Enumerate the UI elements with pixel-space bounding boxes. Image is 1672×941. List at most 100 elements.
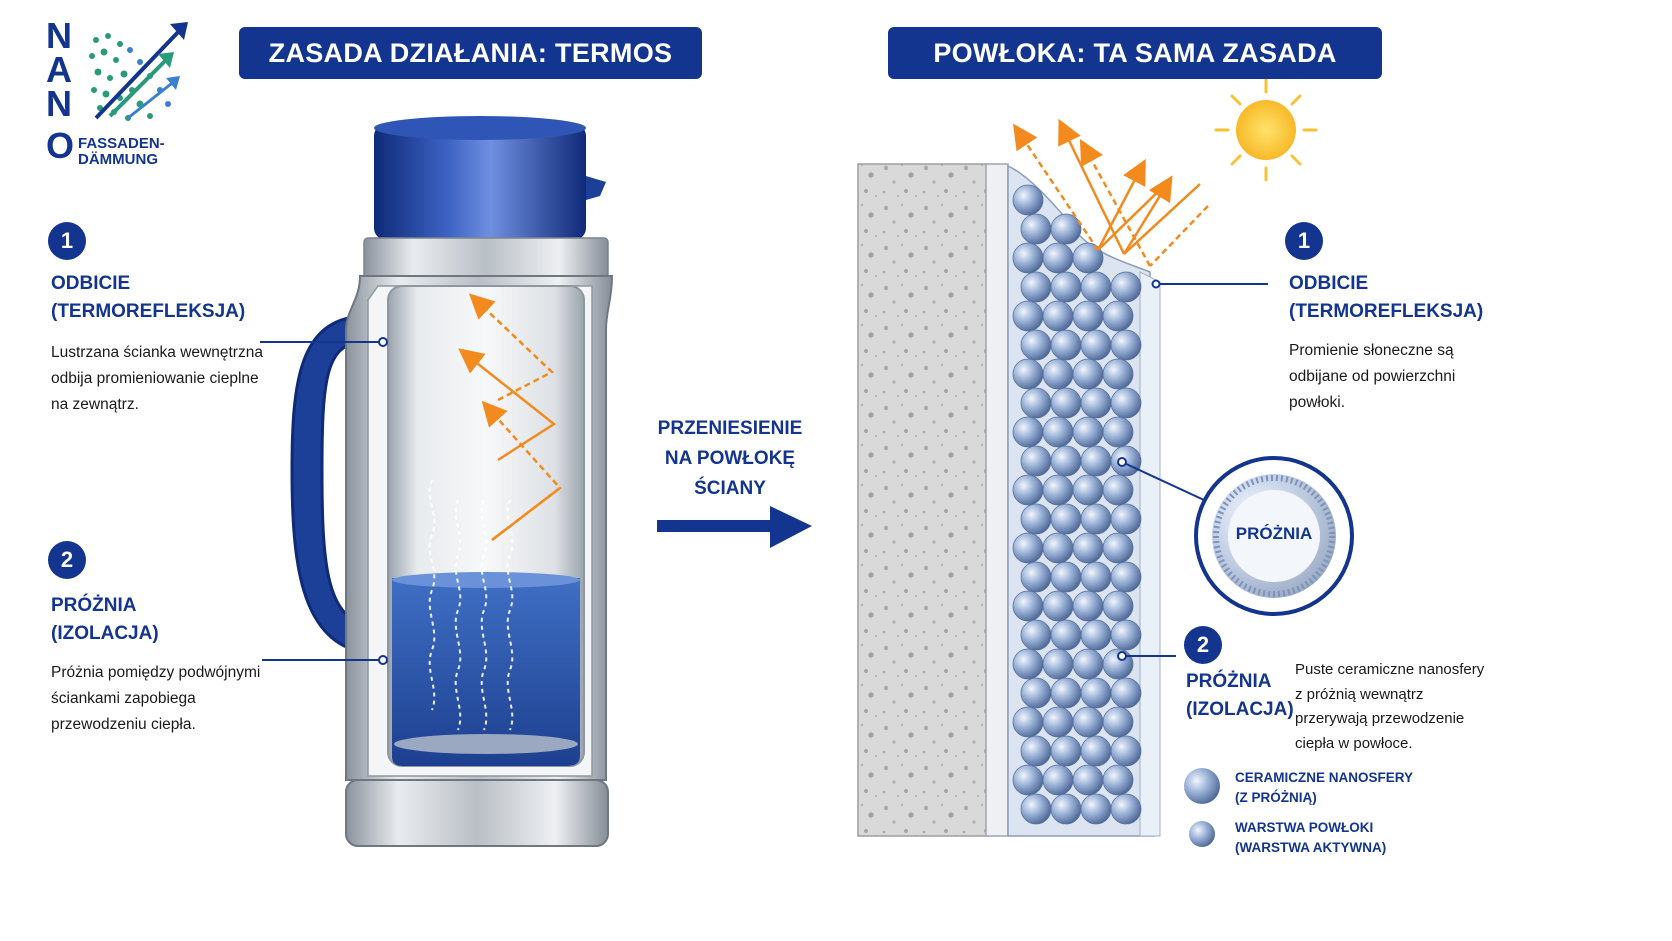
nanosphere bbox=[1012, 532, 1044, 564]
nanosphere bbox=[1042, 474, 1074, 506]
legend-coating-icon bbox=[1189, 821, 1215, 847]
left-item2-desc: Próżnia pomiędzy podwójnymi ściankami za… bbox=[51, 660, 260, 738]
nanosphere bbox=[1042, 358, 1074, 390]
nanosphere bbox=[1050, 329, 1082, 361]
nanosphere bbox=[1012, 358, 1044, 390]
nanosphere bbox=[1042, 590, 1074, 622]
nanosphere bbox=[1012, 474, 1044, 506]
left-item1-title1: ODBICIE bbox=[51, 273, 131, 294]
nanosphere bbox=[1050, 387, 1082, 419]
left-item2-title1: PRÓŻNIA bbox=[51, 595, 137, 616]
nanosphere bbox=[1050, 561, 1082, 593]
nanosphere bbox=[1042, 416, 1074, 448]
right-item1-title1: ODBICIE bbox=[1289, 273, 1369, 294]
nanosphere bbox=[1042, 764, 1074, 796]
left-item1-desc-3: na zewnątrz. bbox=[51, 396, 139, 413]
nanosphere bbox=[1080, 619, 1112, 651]
right-item2-desc-2: z próżnią wewnątrz bbox=[1295, 685, 1424, 703]
nanosphere bbox=[1080, 735, 1112, 767]
nanosphere bbox=[1102, 590, 1134, 622]
legend-nanosphere-icon bbox=[1184, 768, 1220, 804]
logo-letter-n1: N bbox=[46, 15, 72, 56]
left-item1-desc-1: Lustrzana ścianka wewnętrzna bbox=[51, 344, 263, 361]
nanosphere bbox=[1012, 590, 1044, 622]
nanosphere bbox=[1072, 532, 1104, 564]
left-item1-title: ODBICIE (TERMOREFLEKSJA) bbox=[51, 270, 245, 326]
nanosphere bbox=[1080, 561, 1112, 593]
left-item2-title: PRÓŻNIA (IZOLACJA) bbox=[51, 592, 159, 648]
nanosphere-grid bbox=[1012, 184, 1142, 825]
nanosphere bbox=[1072, 590, 1104, 622]
nanosphere bbox=[1102, 474, 1134, 506]
right-item1-desc: Promienie słoneczne są odbijane od powie… bbox=[1289, 338, 1455, 416]
nanosphere bbox=[1080, 503, 1112, 535]
magnifier-label: PRÓŻNIA bbox=[1235, 524, 1313, 543]
nanosphere bbox=[1102, 416, 1134, 448]
nanosphere bbox=[1042, 706, 1074, 738]
nanosphere bbox=[1020, 619, 1052, 651]
nanosphere bbox=[1110, 503, 1142, 535]
nanosphere bbox=[1042, 300, 1074, 332]
nanosphere bbox=[1080, 677, 1112, 709]
nanosphere bbox=[1102, 300, 1134, 332]
transfer-label-1: PRZENIESIENIE bbox=[657, 418, 803, 439]
left-item1-desc: Lustrzana ścianka wewnętrzna odbija prom… bbox=[51, 340, 263, 418]
transfer-label: PRZENIESIENIE NA POWŁOKĘ ŚCIANY bbox=[650, 414, 810, 504]
transfer-arrow bbox=[657, 506, 812, 548]
nanosphere bbox=[1020, 387, 1052, 419]
legend-coating-layer: WARSTWA POWŁOKI (WARSTWA AKTYWNA) bbox=[1235, 818, 1386, 858]
nanosphere bbox=[1080, 271, 1112, 303]
nanosphere bbox=[1050, 735, 1082, 767]
right-item2-desc-4: ciepła w powłoce. bbox=[1295, 734, 1413, 752]
transfer-label-2: NA POWŁOKĘ bbox=[664, 448, 796, 469]
nanosphere bbox=[1042, 242, 1074, 274]
nanosphere bbox=[1110, 329, 1142, 361]
nanosphere bbox=[1012, 184, 1044, 216]
nanosphere bbox=[1072, 300, 1104, 332]
logo-graphic bbox=[89, 22, 188, 121]
left-item1-desc-2: odbija promieniowanie cieplne bbox=[51, 370, 259, 387]
left-step-2-badge: 2 bbox=[48, 541, 86, 579]
right-item2-title2: (IZOLACJA) bbox=[1186, 699, 1294, 720]
right-item1-desc-2: odbijane od powierzchni bbox=[1289, 368, 1456, 385]
legend-nanospheres: CERAMICZNE NANOSFERY (Z PRÓŻNIĄ) bbox=[1235, 768, 1413, 808]
right-step-1-badge: 1 bbox=[1285, 222, 1323, 260]
nanosphere bbox=[1012, 300, 1044, 332]
nanosphere bbox=[1110, 271, 1142, 303]
thermos-illustration bbox=[260, 116, 614, 847]
nanosphere bbox=[1102, 764, 1134, 796]
nanosphere bbox=[1050, 677, 1082, 709]
logo-letter-n2: N bbox=[46, 83, 72, 124]
nanosphere bbox=[1110, 561, 1142, 593]
nanosphere bbox=[1020, 271, 1052, 303]
nanosphere bbox=[1050, 445, 1082, 477]
nanosphere bbox=[1072, 416, 1104, 448]
nanosphere bbox=[1072, 764, 1104, 796]
legend-nanospheres-line2: (Z PRÓŻNIĄ) bbox=[1235, 790, 1317, 805]
nanosphere bbox=[1072, 474, 1104, 506]
nanosphere bbox=[1020, 677, 1052, 709]
nanosphere bbox=[1050, 271, 1082, 303]
nanosphere bbox=[1110, 387, 1142, 419]
left-banner: ZASADA DZIAŁANIA: TERMOS bbox=[239, 27, 702, 79]
nanosphere bbox=[1050, 213, 1082, 245]
nanosphere bbox=[1110, 677, 1142, 709]
nanosphere bbox=[1012, 242, 1044, 274]
nanosphere bbox=[1102, 532, 1134, 564]
sun-icon bbox=[1214, 78, 1318, 182]
nanosphere bbox=[1012, 416, 1044, 448]
nanosphere bbox=[1072, 648, 1104, 680]
right-item2-desc: Puste ceramiczne nanosfery z próżnią wew… bbox=[1295, 658, 1484, 756]
nanosphere bbox=[1080, 793, 1112, 825]
legend-coating-line2: (WARSTWA AKTYWNA) bbox=[1235, 840, 1387, 855]
left-item2-desc-1: Próżnia pomiędzy podwójnymi bbox=[51, 664, 261, 681]
nanosphere bbox=[1020, 329, 1052, 361]
nanosphere bbox=[1110, 619, 1142, 651]
right-item1-desc-1: Promienie słoneczne są bbox=[1289, 342, 1454, 359]
nanosphere bbox=[1020, 445, 1052, 477]
nanosphere bbox=[1020, 213, 1052, 245]
nanosphere bbox=[1080, 387, 1112, 419]
left-item2-desc-3: przewodzeniu ciepła. bbox=[51, 716, 196, 733]
right-item2-title1: PRÓŻNIA bbox=[1186, 671, 1272, 692]
